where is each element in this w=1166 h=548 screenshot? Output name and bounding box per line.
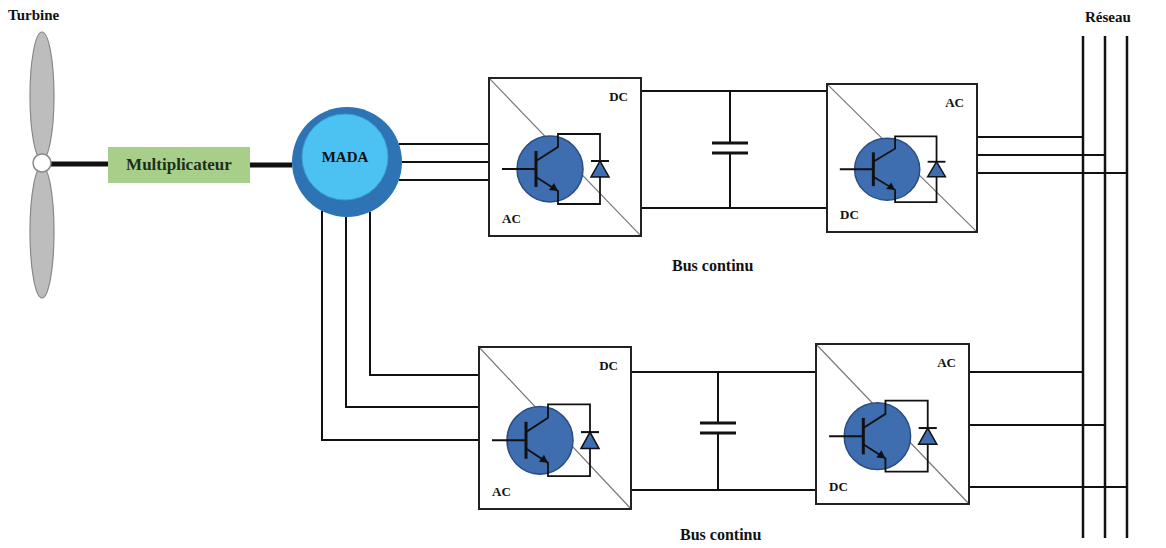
text-holder: DC	[599, 356, 618, 374]
dc-bus-label-holder: Bus continu	[680, 526, 761, 544]
node-label: Multiplicateur	[126, 155, 232, 174]
shaft-line	[250, 163, 292, 168]
grid-label: Réseau	[1085, 9, 1131, 25]
text-holder: MADA	[322, 148, 369, 166]
mada-machine	[292, 107, 402, 217]
wire-bundle	[632, 372, 815, 490]
generator-circle: MADA	[292, 107, 402, 217]
converter-box: DC AC	[488, 77, 642, 237]
ac-dc-label: DC	[840, 207, 859, 222]
turbine-label: Turbine	[8, 7, 59, 23]
text-holder: DC	[829, 477, 848, 495]
dc-bus-label: Bus continu	[680, 526, 761, 543]
wire-bundle	[322, 211, 478, 440]
ac-dc-label: DC	[829, 479, 848, 494]
converter-symbol	[478, 77, 978, 510]
capacitor-symbol	[700, 91, 748, 490]
ac-dc-label: AC	[945, 95, 964, 110]
text-holder: AC	[945, 93, 964, 111]
text-holder: Multiplicateur	[126, 155, 232, 175]
grid-label-holder: Réseau	[1085, 8, 1131, 26]
converter-box: AC DC	[826, 83, 978, 233]
node-label: MADA	[322, 149, 369, 165]
text-holder: AC	[937, 353, 956, 371]
wire-bundle	[642, 91, 826, 208]
dc-bus-label-holder: Bus continu	[672, 257, 753, 275]
converter-box: AC DC	[815, 343, 970, 505]
ac-dc-label: DC	[609, 89, 628, 104]
text-holder: AC	[492, 482, 511, 500]
turbine-drawing	[30, 32, 108, 298]
text-holder: DC	[840, 205, 859, 223]
text-holder: DC	[609, 87, 628, 105]
converter-box: DC AC	[478, 346, 632, 510]
wire-bundle	[399, 144, 488, 180]
gearbox-box: Multiplicateur	[108, 147, 250, 183]
ac-dc-label: AC	[502, 211, 521, 226]
ac-dc-label: AC	[937, 355, 956, 370]
text-holder: AC	[502, 209, 521, 227]
ac-dc-label: AC	[492, 484, 511, 499]
grid-bus	[1083, 36, 1127, 538]
grid-wire	[970, 137, 1127, 487]
ac-dc-label: DC	[599, 358, 618, 373]
turbine-label-holder: Turbine	[8, 6, 59, 24]
dc-bus-label: Bus continu	[672, 257, 753, 274]
